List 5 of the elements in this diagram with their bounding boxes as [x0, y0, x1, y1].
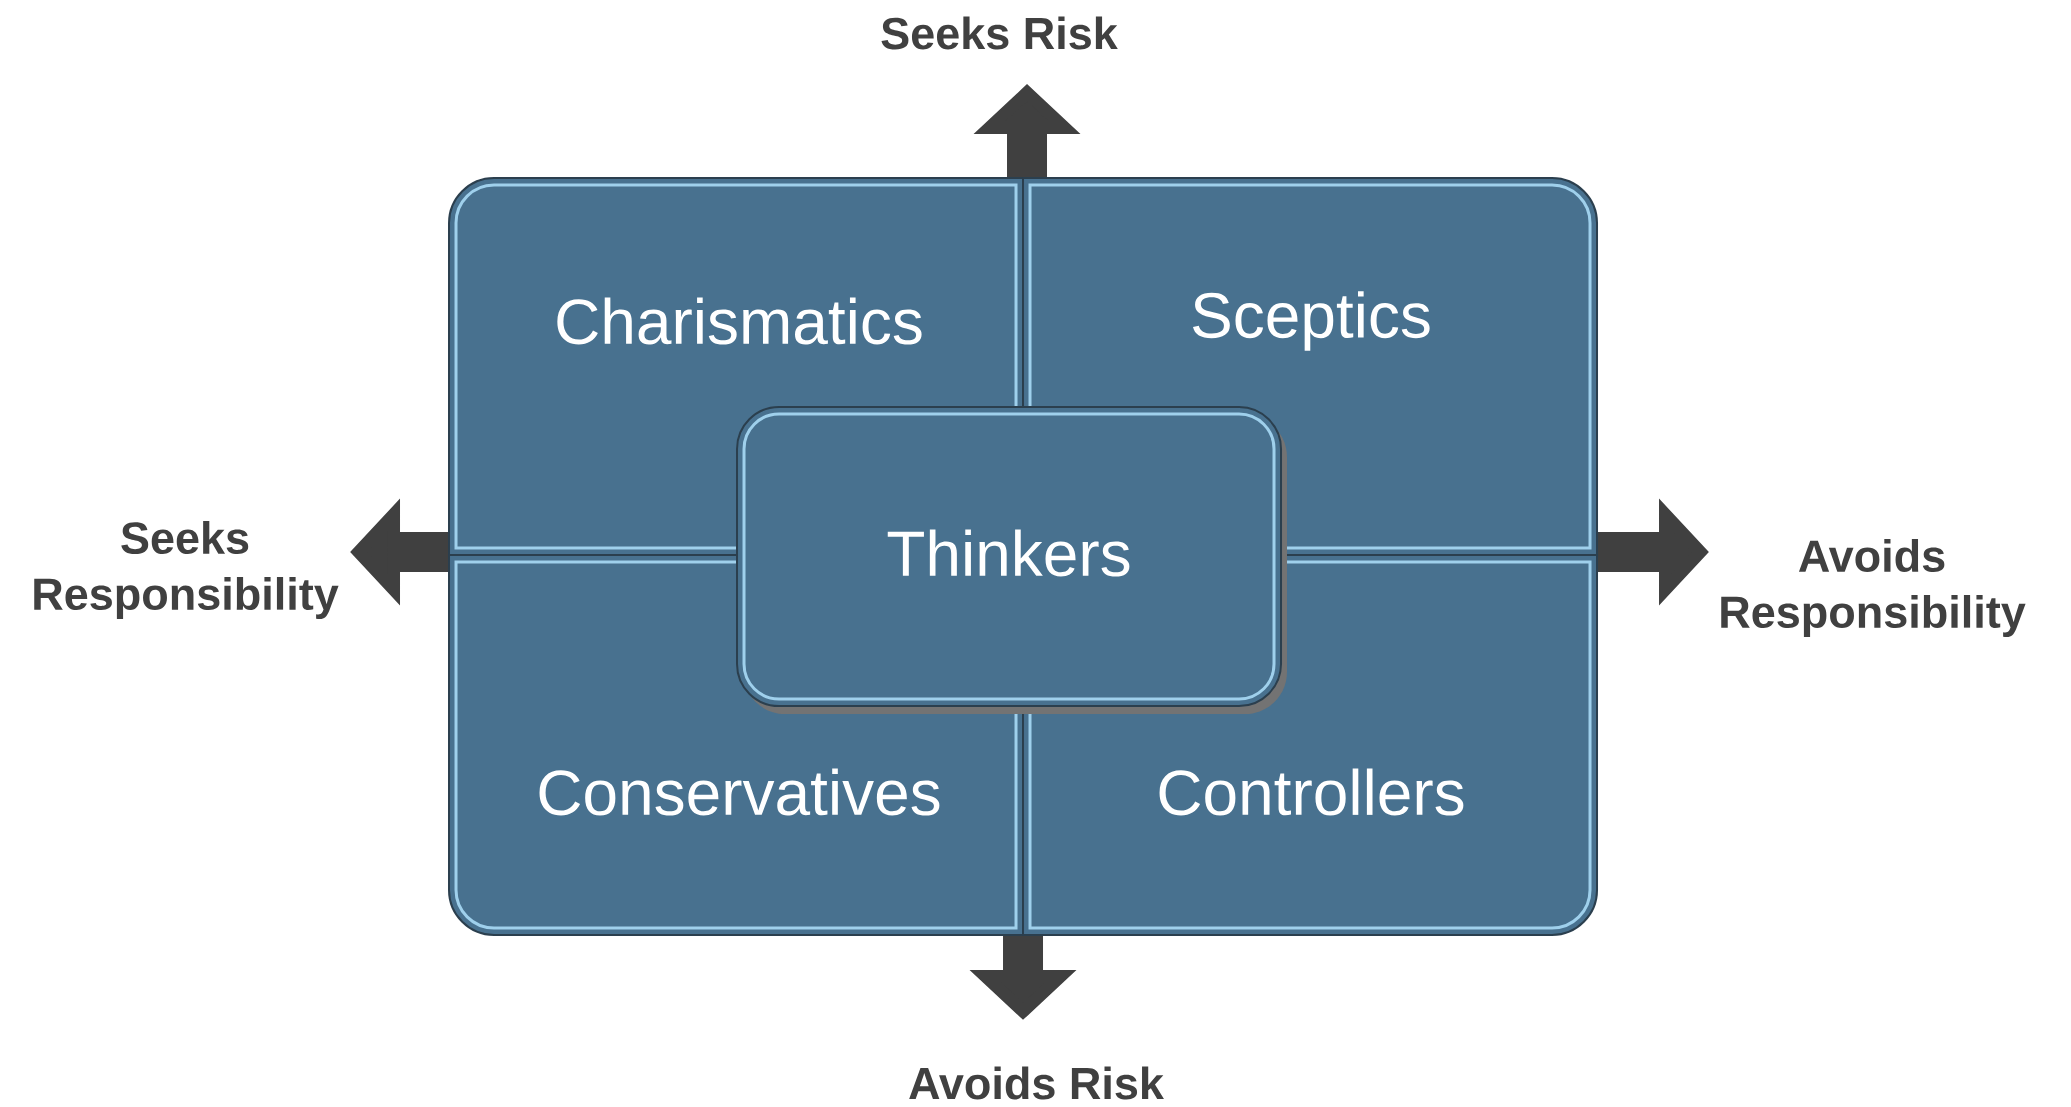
- center-box: Thinkers: [736, 406, 1287, 714]
- axis-label: Seeks Responsibility: [34, 521, 339, 619]
- axis-label: Avoids Responsibility: [1721, 539, 2026, 637]
- axis-label: Seeks Risk: [881, 16, 1118, 50]
- axis-label: Avoids Risk: [909, 1066, 1164, 1100]
